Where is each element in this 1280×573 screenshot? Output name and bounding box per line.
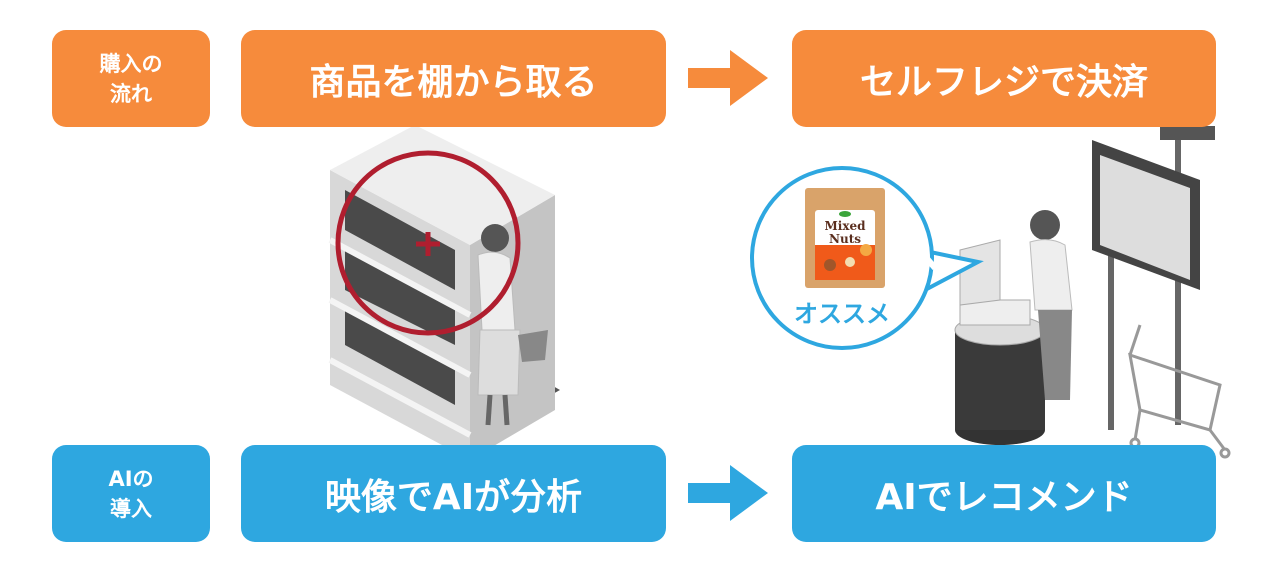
- recommend-caption: オススメ: [794, 300, 890, 328]
- kiosk-illustration: [954, 239, 1046, 445]
- ai-introduction-label: AIの導入: [52, 445, 210, 542]
- step-self-checkout: セルフレジで決済: [792, 30, 1216, 127]
- store-shelf-illustration: [328, 125, 560, 460]
- recommendation-bubble: Mixed Nuts オススメ: [750, 166, 984, 350]
- arrow-right-icon: [688, 50, 768, 106]
- shopping-cart-illustration: [1128, 324, 1231, 459]
- arrow-right-icon: [688, 465, 768, 521]
- shopper-woman-illustration: [477, 224, 548, 426]
- svg-text:Nuts: Nuts: [829, 232, 861, 246]
- display-rack-illustration: [1092, 125, 1215, 430]
- mixed-nuts-bag-icon: Mixed Nuts: [805, 188, 885, 288]
- target-cross-icon: [416, 232, 440, 256]
- purchase-flow-label: 購入の流れ: [52, 30, 210, 127]
- cashier-woman-illustration: [1029, 210, 1073, 400]
- svg-text:Mixed: Mixed: [824, 219, 866, 233]
- step-take-product: 商品を棚から取る: [241, 30, 666, 127]
- detection-circle: [335, 150, 521, 336]
- step-ai-video-analysis: 映像でAIが分析: [241, 445, 666, 542]
- step-ai-recommend: AIでレコメンド: [792, 445, 1216, 542]
